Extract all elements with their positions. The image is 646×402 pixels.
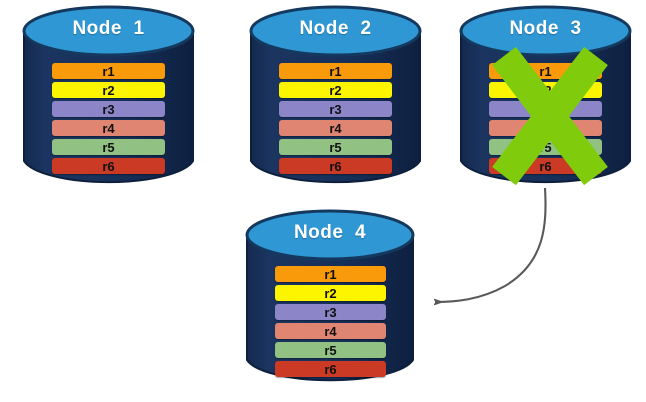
row-label: r3	[329, 101, 342, 117]
node-2-row-r1[interactable]: r1	[279, 63, 392, 79]
row-label: r4	[324, 323, 337, 339]
node-4-row-r5[interactable]: r5	[275, 342, 386, 358]
node-1-rows: r1 r2 r3 r4 r5 r6	[52, 63, 165, 174]
row-label: r3	[324, 304, 337, 320]
node-1-row-r6[interactable]: r6	[52, 158, 165, 174]
row-label: r5	[324, 342, 337, 358]
node-1-row-r1[interactable]: r1	[52, 63, 165, 79]
node-4[interactable]: Node 4 r1 r2 r3 r4 r5 r6	[245, 209, 415, 386]
node-1[interactable]: Node 1 r1 r2 r3 r4 r5 r6	[22, 5, 195, 187]
node-4-row-r6[interactable]: r6	[275, 361, 386, 377]
node-1-row-r4[interactable]: r4	[52, 120, 165, 136]
row-label: r2	[102, 82, 115, 98]
node-2-rows: r1 r2 r3 r4 r5 r6	[279, 63, 392, 174]
row-label: r6	[324, 361, 337, 377]
row-label: r4	[329, 120, 342, 136]
node-4-row-r3[interactable]: r3	[275, 304, 386, 320]
node-2[interactable]: Node 2 r1 r2 r3 r4 r5 r6	[249, 5, 422, 187]
node-2-row-r3[interactable]: r3	[279, 101, 392, 117]
row-label: r6	[329, 158, 342, 174]
node-2-row-r5[interactable]: r5	[279, 139, 392, 155]
node-4-row-r4[interactable]: r4	[275, 323, 386, 339]
row-label: r5	[102, 139, 115, 155]
node-1-row-r5[interactable]: r5	[52, 139, 165, 155]
node-4-row-r2[interactable]: r2	[275, 285, 386, 301]
row-label: r5	[329, 139, 342, 155]
node-4-row-r1[interactable]: r1	[275, 266, 386, 282]
row-label: r1	[102, 63, 115, 79]
node-1-row-r3[interactable]: r3	[52, 101, 165, 117]
node-4-rows: r1 r2 r3 r4 r5 r6	[275, 266, 386, 377]
node-2-row-r6[interactable]: r6	[279, 158, 392, 174]
row-label: r1	[324, 266, 337, 282]
row-label: r4	[102, 120, 115, 136]
row-label: r2	[329, 82, 342, 98]
row-label: r6	[102, 158, 115, 174]
node-1-row-r2[interactable]: r2	[52, 82, 165, 98]
node-2-row-r2[interactable]: r2	[279, 82, 392, 98]
row-label: r1	[329, 63, 342, 79]
node-2-row-r4[interactable]: r4	[279, 120, 392, 136]
row-label: r3	[102, 101, 115, 117]
row-label: r2	[324, 285, 337, 301]
